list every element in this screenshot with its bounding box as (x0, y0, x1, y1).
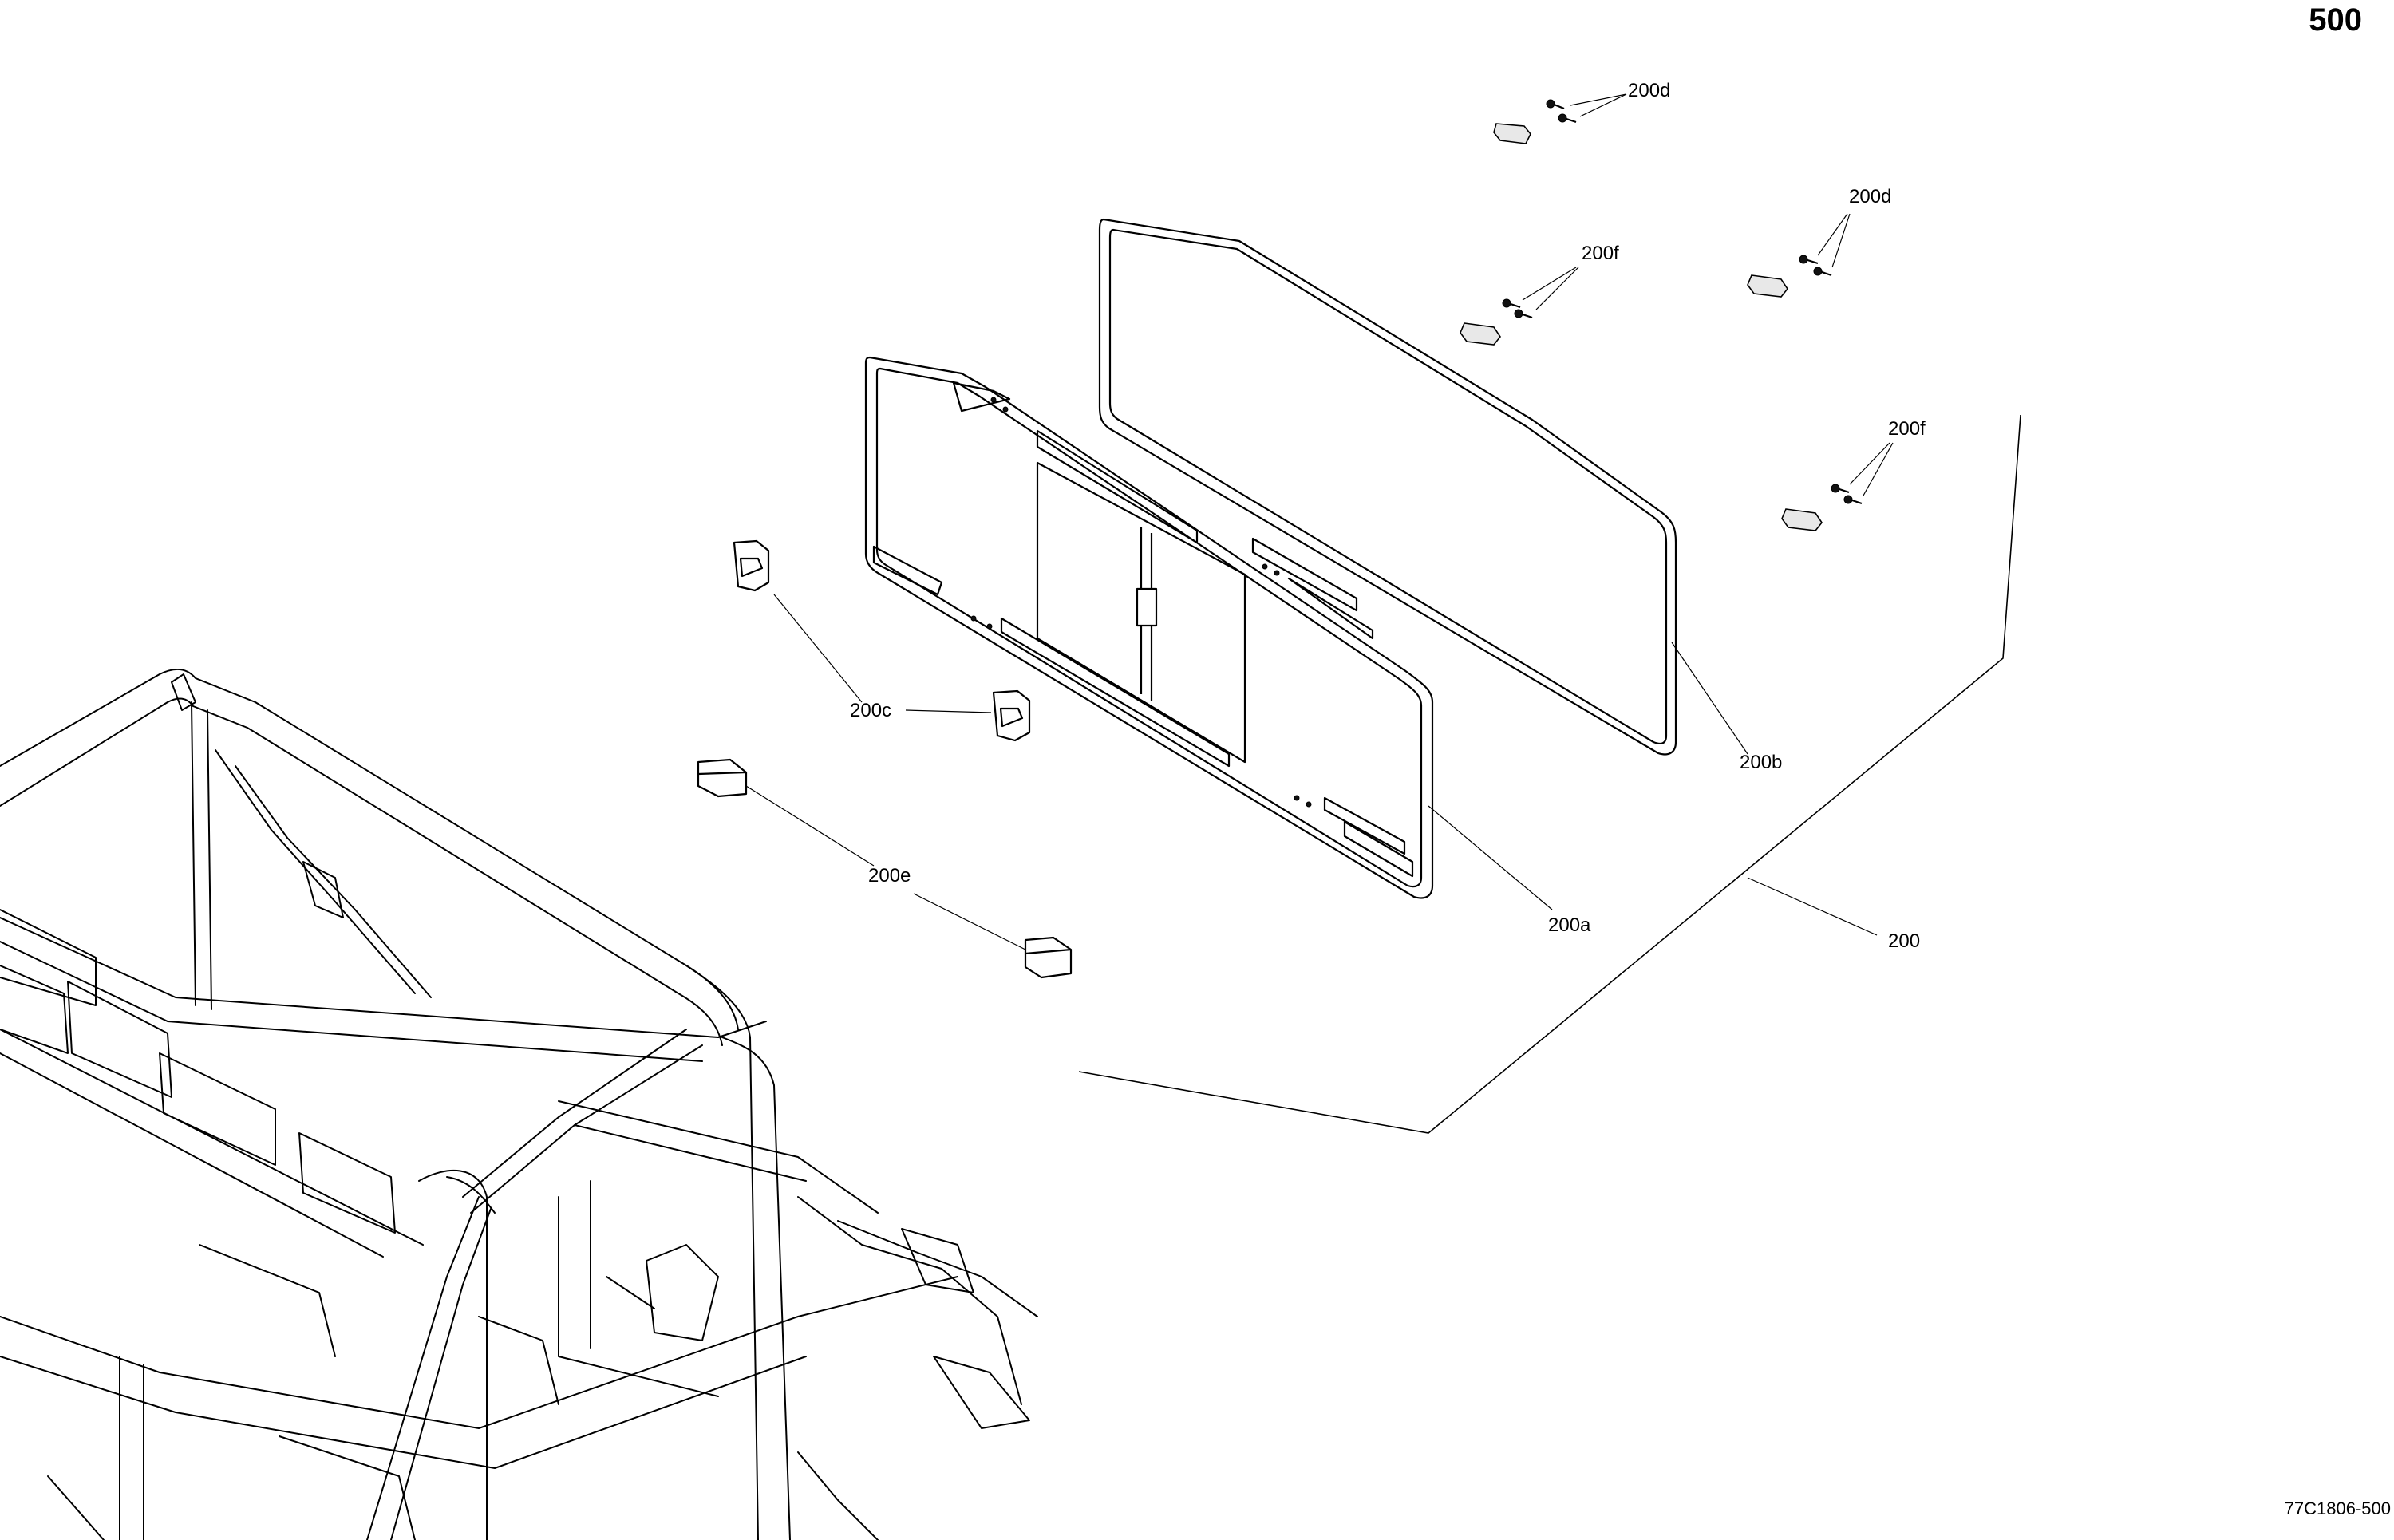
assembly-bracket-200 (1078, 414, 2021, 1134)
callout-200d-top: 200d (1628, 80, 1670, 101)
rear-window-glass-200b (1098, 218, 1748, 756)
screws-200d-top (1493, 93, 1627, 144)
clip-200c-left (733, 539, 863, 703)
vehicle-roll-cage (0, 669, 1038, 1540)
page-number: 500 (2309, 2, 2362, 38)
callout-200d-right: 200d (1849, 186, 1891, 207)
figure-code: 77C1806-500 (2285, 1499, 2391, 1518)
screws-200d-right (1747, 213, 1851, 298)
callout-200e: 200e (868, 865, 911, 886)
callout-200: 200 (1888, 930, 1920, 952)
clip-200c-right (905, 689, 1031, 742)
callout-200f-lower: 200f (1888, 418, 1926, 440)
callout-200a: 200a (1548, 914, 1591, 936)
callout-200b: 200b (1740, 752, 1782, 773)
callout-200c: 200c (850, 700, 891, 721)
screws-200f-upper (1460, 267, 1579, 346)
bracket-200e-upper (697, 758, 875, 867)
bracket-200e-lower (913, 893, 1073, 979)
window-frame-200a (864, 356, 1553, 910)
screws-200f-lower (1781, 442, 1894, 531)
callout-200f-upper: 200f (1582, 243, 1619, 264)
